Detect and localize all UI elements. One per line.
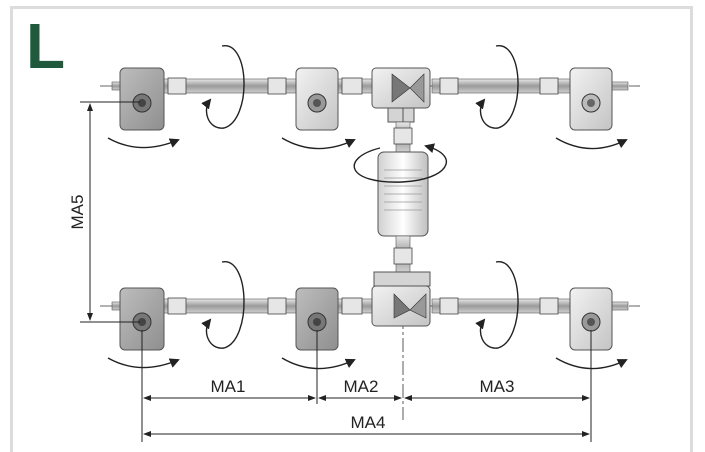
bevel-gearbox xyxy=(371,67,431,123)
coupling xyxy=(167,77,187,95)
coupling xyxy=(267,297,287,315)
coupling xyxy=(393,127,413,145)
screw-jack-gearbox xyxy=(569,287,613,351)
dimension-label-ma5: MA5 xyxy=(68,195,87,230)
screw-jack-gearbox xyxy=(295,287,339,351)
dimension-label-ma3: MA3 xyxy=(480,377,515,396)
coupling xyxy=(393,247,413,265)
layout-letter: L xyxy=(26,10,66,82)
rotation-arrow xyxy=(353,143,447,183)
top-row xyxy=(100,45,640,150)
coupling xyxy=(539,77,559,95)
screw-jack-gearbox xyxy=(119,287,165,351)
screw-jack-gearbox xyxy=(569,67,613,131)
dimension-lines xyxy=(80,101,592,442)
coupling xyxy=(167,297,187,315)
rotation-arrow xyxy=(107,45,628,150)
coupling xyxy=(539,297,559,315)
coupling xyxy=(341,77,363,95)
rotation-arrow xyxy=(107,261,628,370)
coupling xyxy=(267,77,287,95)
dimension-label-ma1: MA1 xyxy=(211,377,246,396)
screw-jack-gearbox xyxy=(119,67,165,131)
dimension-label-ma4: MA4 xyxy=(351,413,386,432)
coupling xyxy=(439,77,459,95)
screw-jack-gearbox xyxy=(295,67,339,131)
bevel-gearbox xyxy=(371,271,431,327)
bottom-row xyxy=(100,261,640,370)
dimension-label-ma2: MA2 xyxy=(344,377,379,396)
coupling xyxy=(341,297,363,315)
electric-motor xyxy=(353,108,447,420)
coupling xyxy=(439,297,459,315)
